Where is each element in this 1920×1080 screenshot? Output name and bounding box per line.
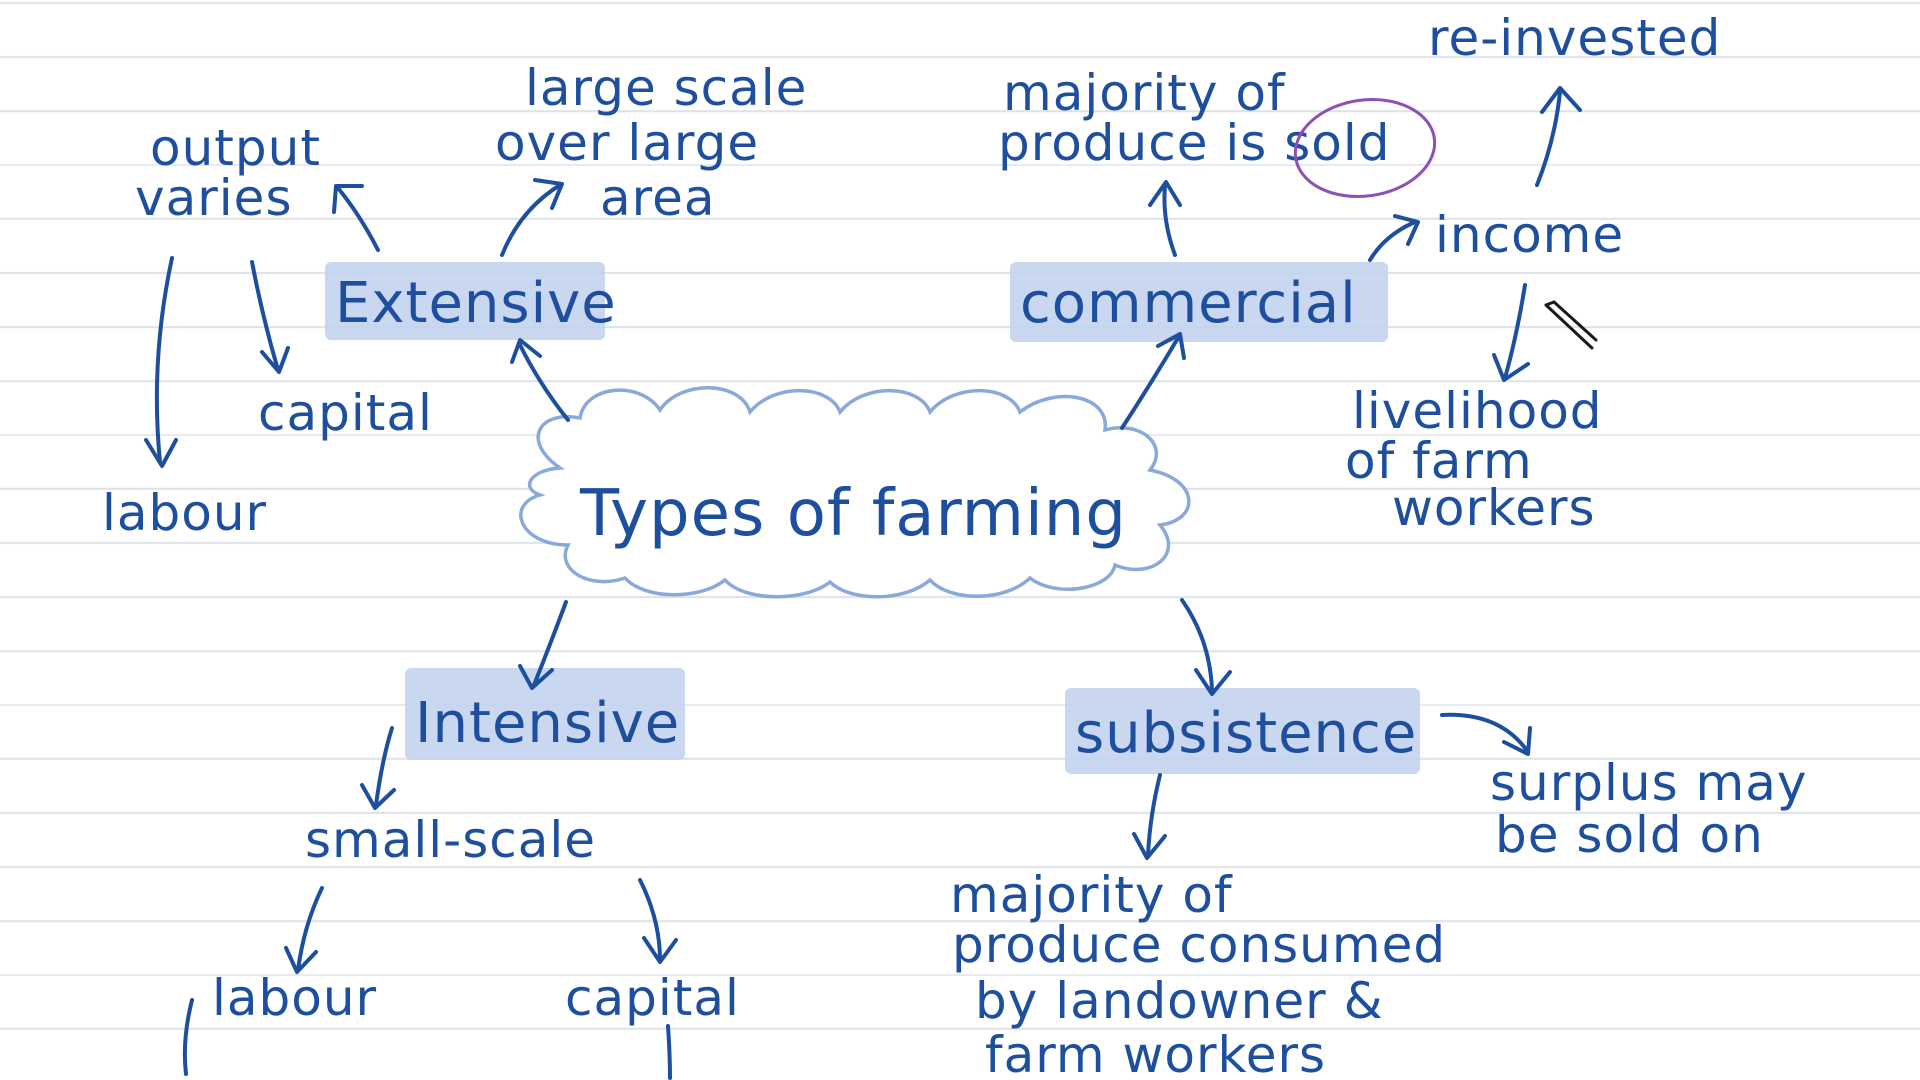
arrow-labour-down: [182, 998, 194, 1076]
arrow-subsistence-to-surplus: [1440, 712, 1532, 756]
central-title: Types of farming: [579, 477, 1127, 551]
arrow-capital-down: [666, 1024, 672, 1080]
intensive-scale: small-scale: [305, 811, 596, 869]
intensive-label: Intensive: [415, 691, 680, 756]
arrow-to-subsistence: [1180, 598, 1232, 696]
extensive-label: Extensive: [335, 271, 617, 336]
arrow-to-capital-left: [250, 260, 290, 374]
arrow-small-scale-to-labour: [284, 886, 324, 974]
subsistence-highlight: [1065, 688, 1420, 774]
subsistence-consumed-line3: by landowner &: [975, 972, 1384, 1030]
commercial-livelihood-line2: of farm: [1345, 432, 1533, 490]
extensive-highlight: [325, 262, 605, 340]
arrow-commercial-to-sold: [1148, 180, 1182, 257]
arrow-commercial-to-income: [1368, 214, 1420, 262]
extensive-scale-line1: large scale: [525, 59, 807, 117]
intensive-capital: capital: [565, 969, 740, 1027]
arrow-small-scale-to-capital: [638, 878, 678, 964]
intensive-highlight: [405, 668, 685, 760]
arrow-income-to-livelihood: [1492, 283, 1530, 382]
commercial-label: commercial: [1020, 271, 1357, 336]
commercial-sold-line1: majority of: [1003, 64, 1286, 122]
subsistence-label: subsistence: [1075, 701, 1417, 766]
commercial-livelihood-line1: livelihood: [1352, 382, 1603, 440]
arrow-extensive-to-output: [332, 184, 380, 252]
commercial-sold-line2: produce is sold: [998, 114, 1390, 172]
subsistence-surplus-line2: be sold on: [1495, 806, 1764, 864]
arrow-income-to-reinvested: [1535, 86, 1582, 187]
pencil-cursor-icon: [1544, 300, 1598, 350]
intensive-labour: labour: [212, 969, 377, 1027]
arrow-intensive-to-small-scale: [360, 726, 396, 810]
subsistence-consumed-line1: majority of: [950, 866, 1233, 924]
commercial-income: income: [1435, 206, 1624, 264]
extensive-scale-line3: area: [600, 169, 716, 227]
arrow-to-extensive: [510, 338, 570, 422]
subsistence-surplus-line1: surplus may: [1490, 754, 1808, 812]
extensive-output-line1: output: [150, 119, 321, 177]
subsistence-consumed-line2: produce consumed: [952, 916, 1446, 974]
extensive-scale-line2: over large: [495, 114, 759, 172]
sold-circle-annotation: [1293, 97, 1437, 199]
arrow-extensive-to-scale: [500, 178, 564, 257]
subsistence-consumed-line4: farm workers: [985, 1026, 1326, 1080]
arrow-to-intensive: [518, 600, 568, 690]
arrow-subsistence-to-consumed: [1132, 773, 1167, 860]
commercial-highlight: [1010, 262, 1388, 342]
central-cloud-shape: [519, 386, 1191, 599]
commercial-livelihood-line3: workers: [1392, 479, 1596, 537]
extensive-output-line2: varies: [135, 169, 293, 227]
commercial-reinvested: re-invested: [1428, 9, 1721, 67]
arrow-to-labour-left: [144, 256, 178, 468]
extensive-labour: labour: [102, 484, 267, 542]
arrow-to-commercial: [1120, 332, 1186, 430]
extensive-capital: capital: [258, 384, 433, 442]
